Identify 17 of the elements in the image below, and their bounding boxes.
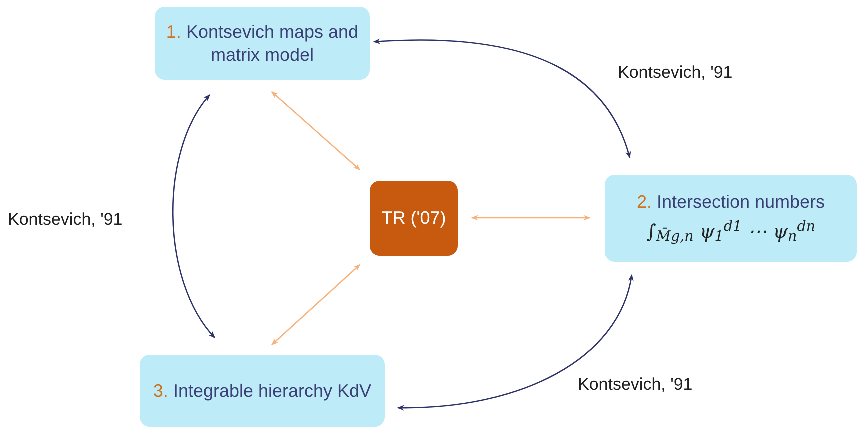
method-label: TR ('07) bbox=[382, 207, 446, 230]
topic-box bbox=[140, 355, 385, 427]
item-number: 3. bbox=[153, 380, 168, 400]
double-arrow bbox=[172, 94, 216, 339]
item-number: 2. bbox=[636, 192, 652, 212]
topic-title: Kontsevich maps and matrix model bbox=[186, 22, 359, 64]
topic-box bbox=[605, 175, 857, 262]
topic-box bbox=[155, 7, 370, 80]
double-arrow bbox=[271, 264, 361, 346]
item-number: 1. bbox=[166, 22, 182, 42]
method-box bbox=[370, 181, 458, 256]
topic-title: Integrable hierarchy KdV bbox=[173, 380, 372, 400]
double-arrow bbox=[373, 38, 631, 159]
double-arrow bbox=[471, 215, 591, 221]
topic-title: Intersection numbers bbox=[656, 192, 826, 212]
double-arrow bbox=[397, 274, 634, 411]
double-arrow bbox=[271, 92, 361, 170]
